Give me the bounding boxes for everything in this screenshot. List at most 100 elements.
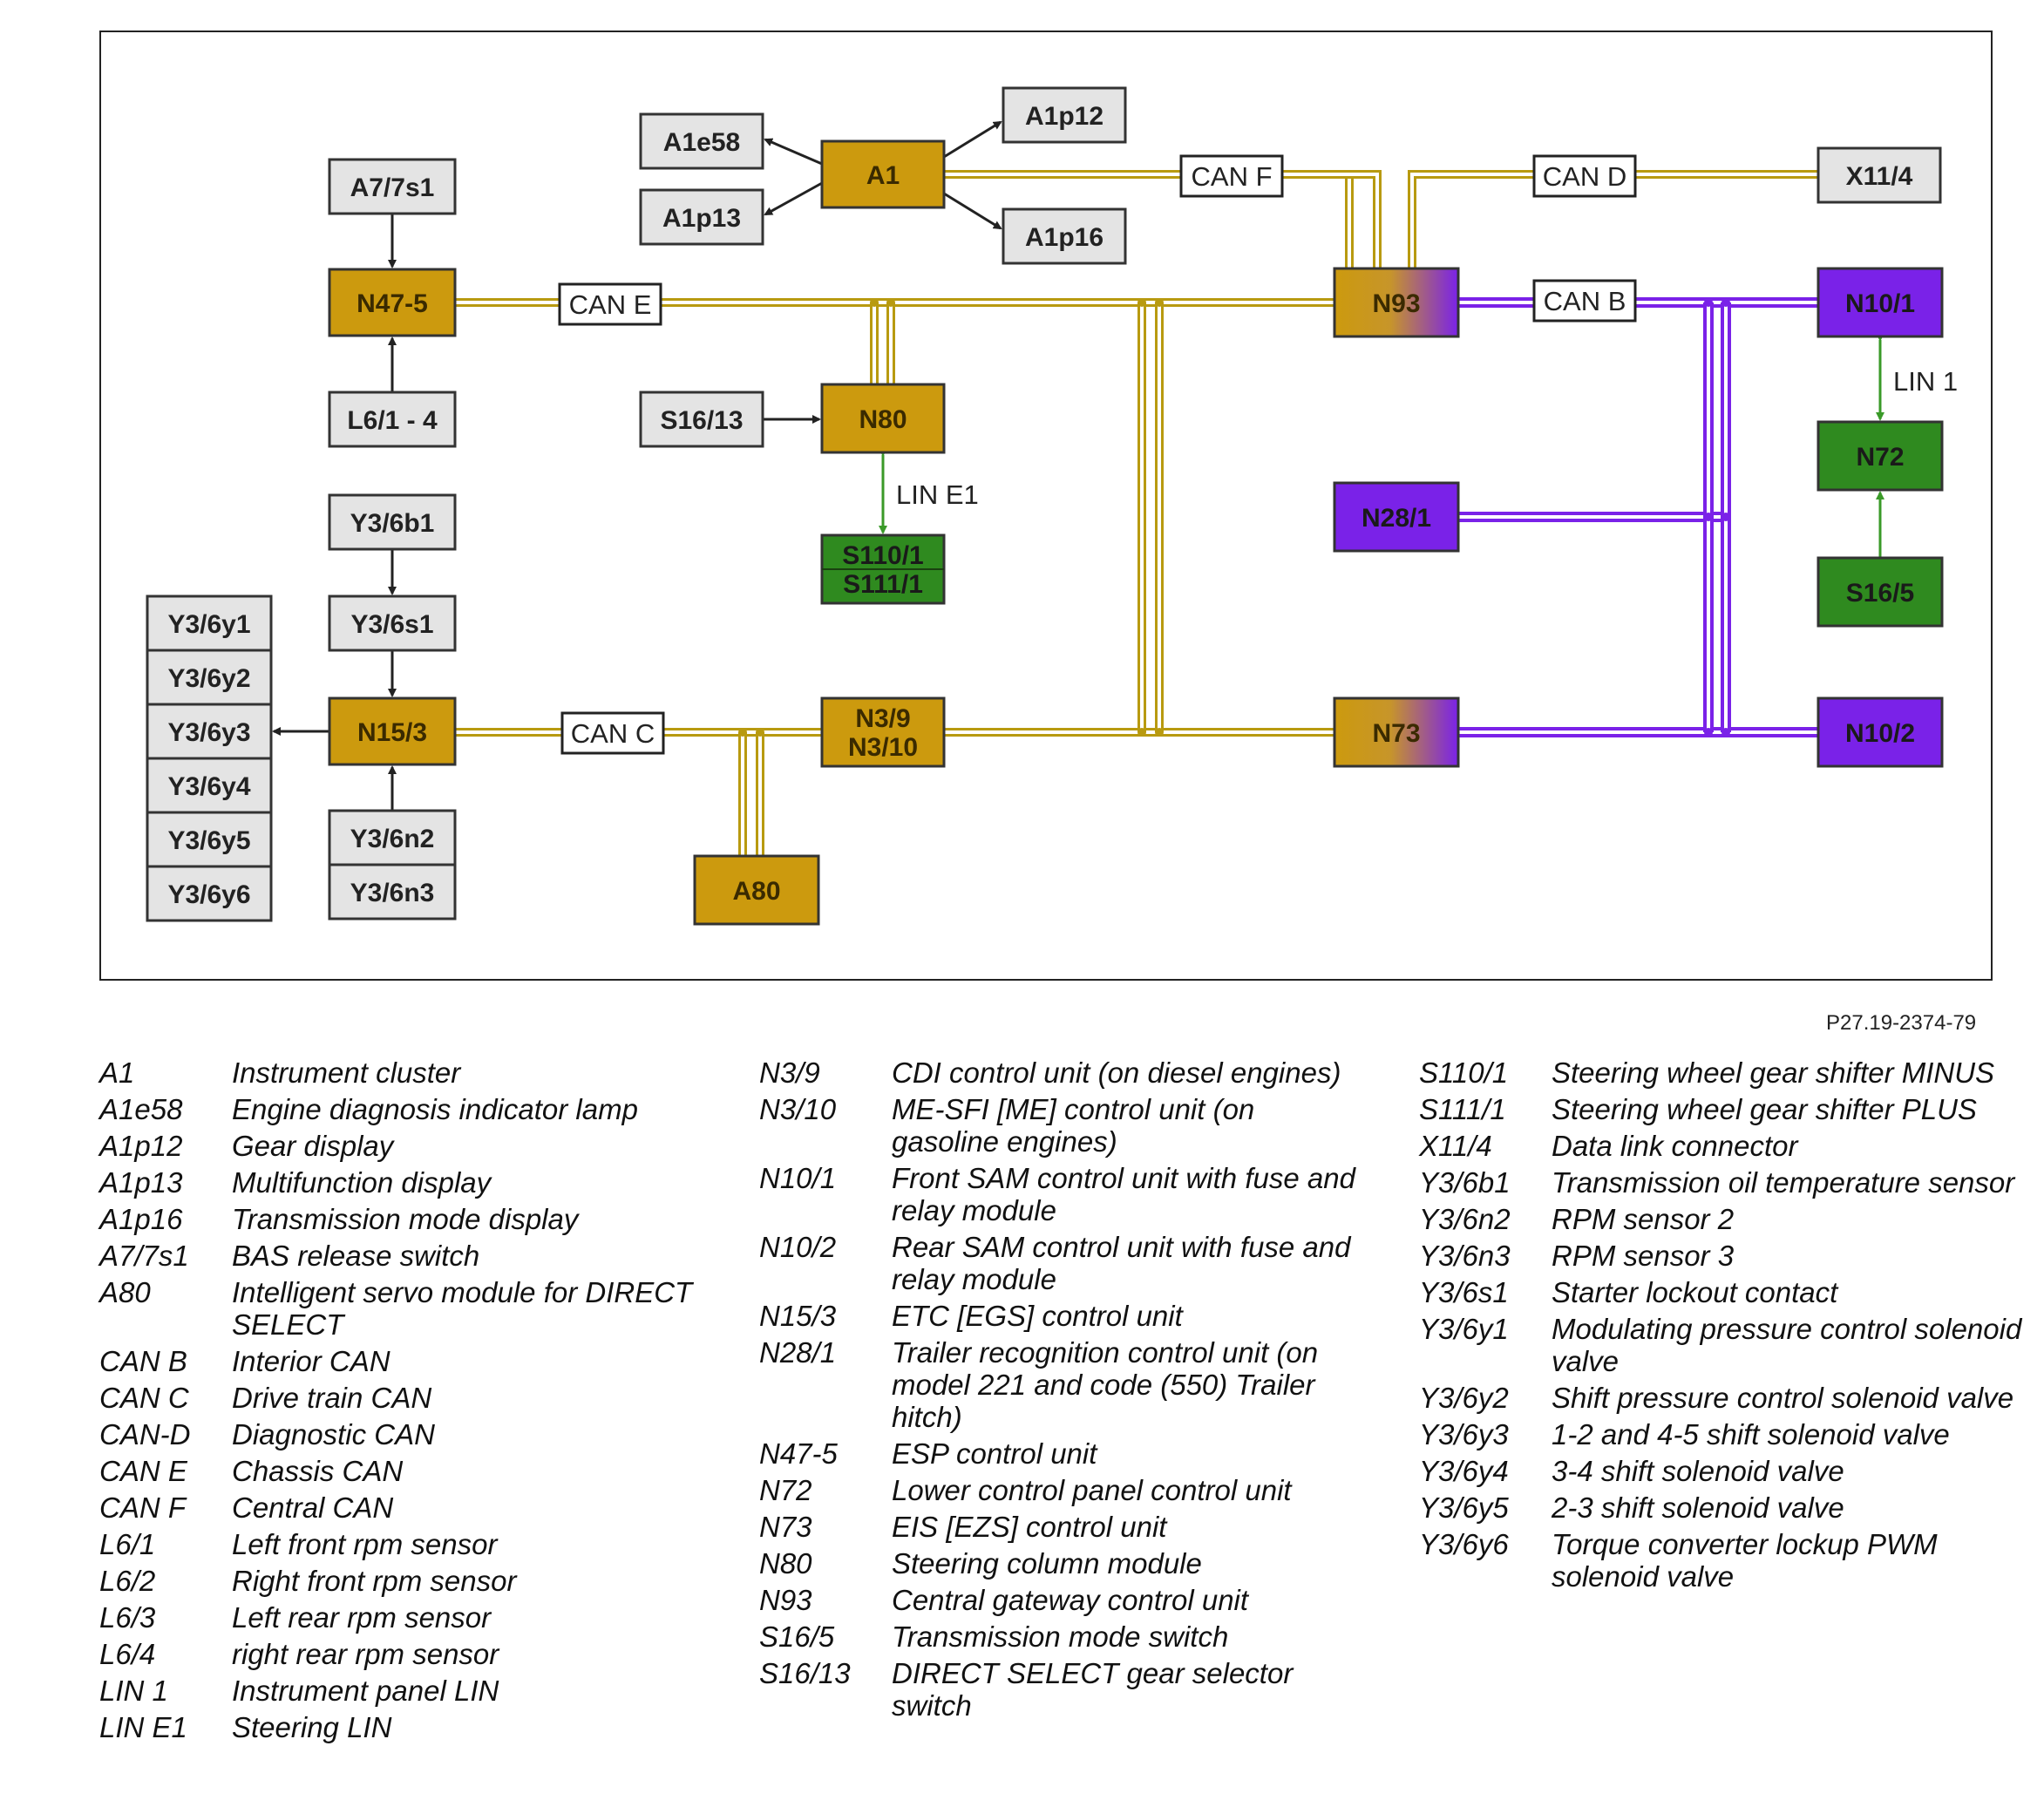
legend-code: CAN B: [99, 1345, 187, 1377]
junction-dot: [1721, 298, 1730, 307]
legend-code: Y3/6y4: [1419, 1455, 1509, 1487]
node-label: A1e58: [663, 128, 740, 157]
legend-row: A1p13 Multifunction display: [99, 1166, 710, 1199]
legend-description: Right front rpm sensor: [232, 1565, 517, 1597]
node-label: Y3/6y3: [167, 718, 250, 747]
legend-code: S16/13: [759, 1657, 851, 1689]
legend-description: Gear display: [232, 1130, 394, 1162]
legend-code: N10/1: [759, 1162, 837, 1194]
legend-description: Drive train CAN: [232, 1382, 432, 1414]
legend-code: Y3/6y5: [1419, 1491, 1509, 1524]
node-n80: N80: [820, 383, 946, 454]
bus-label-text: CAN F: [1192, 161, 1273, 192]
legend-description: Instrument panel LIN: [232, 1675, 499, 1707]
node-label: Y3/6n2: [350, 825, 435, 853]
legend-code: A80: [99, 1276, 151, 1308]
legend-code: L6/1: [99, 1528, 156, 1560]
node-y3-6y3: Y3/6y3: [146, 703, 273, 760]
can-b-label: CAN B: [1532, 279, 1637, 323]
legend-description: ESP control unit: [892, 1437, 1097, 1470]
legend-code: CAN E: [99, 1455, 187, 1487]
legend-description: Multifunction display: [232, 1166, 492, 1199]
legend-code: N80: [759, 1547, 812, 1580]
junction-dot: [1704, 513, 1713, 521]
node-y3-6n3: Y3/6n3: [328, 863, 457, 921]
junction-dot: [870, 298, 879, 307]
legend-code: A1p12: [99, 1130, 183, 1162]
legend-row: N3/9 CDI control unit (on diesel engines): [759, 1056, 1369, 1089]
junction-dot: [1704, 728, 1713, 737]
legend-description: Starter lockout contact: [1552, 1276, 1838, 1308]
legend-row: CAN C Drive train CAN: [99, 1382, 710, 1414]
node-label: A1: [866, 161, 900, 190]
legend-code: CAN-D: [99, 1418, 191, 1451]
node-a1p16: A1p16: [1002, 207, 1127, 265]
node-y3-6y5: Y3/6y5: [146, 811, 273, 868]
node-label: N93: [1372, 289, 1420, 318]
legend-code: A1p13: [99, 1166, 183, 1199]
legend-description: Central gateway control unit: [892, 1584, 1249, 1616]
diagram-frame: [99, 31, 1993, 981]
node-label: N80: [859, 405, 907, 434]
legend-code: Y3/6y2: [1419, 1382, 1509, 1414]
legend-code: N3/9: [759, 1056, 820, 1089]
can-d-label: CAN D: [1532, 154, 1637, 198]
connection-lines: [272, 120, 1884, 856]
legend-description: Central CAN: [232, 1491, 394, 1524]
node-label: L6/1 - 4: [347, 406, 438, 435]
node-label: S16/13: [660, 406, 743, 435]
node-label: N72: [1856, 443, 1904, 472]
node-n47-5: N47-5: [328, 268, 457, 337]
junction-dot: [1704, 298, 1713, 307]
legend-description: Left front rpm sensor: [232, 1528, 498, 1560]
node-n93: N93: [1333, 267, 1460, 338]
node-n28-1: N28/1: [1333, 481, 1460, 553]
legend-description: DIRECT SELECT gear selector switch: [892, 1657, 1294, 1722]
legend-code: CAN C: [99, 1382, 189, 1414]
legend-description: Steering LIN: [232, 1711, 392, 1743]
node-n15-3: N15/3: [328, 696, 457, 766]
legend-description: BAS release switch: [232, 1240, 480, 1272]
node-a1: A1: [820, 139, 946, 209]
node-label: A80: [732, 877, 780, 906]
node-label: Y3/6y5: [167, 826, 250, 855]
node-label: N73: [1372, 719, 1420, 748]
can-f-line-2: [944, 170, 1382, 268]
node-label-2: N3/10: [848, 733, 918, 762]
legend-description: Transmission mode switch: [892, 1620, 1229, 1653]
can-d-line: [1408, 170, 1818, 268]
legend-code: Y3/6n3: [1419, 1240, 1511, 1272]
legend-code: A1e58: [99, 1093, 183, 1125]
legend-description: CDI control unit (on diesel engines): [892, 1056, 1341, 1089]
node-n3-9: N3/9N3/10: [820, 696, 946, 768]
legend-code: N47-5: [759, 1437, 838, 1470]
node-a1e58: A1e58: [639, 112, 764, 170]
legend-description: ME-SFI [ME] control unit (on gasoline en…: [892, 1093, 1255, 1158]
junction-dot: [1155, 298, 1164, 307]
junction-dot: [756, 728, 764, 737]
legend-description: Intelligent servo module for DIRECT SELE…: [232, 1276, 693, 1341]
node-label: Y3/6y2: [167, 664, 250, 693]
node-a1p13: A1p13: [639, 188, 764, 246]
legend-code: L6/4: [99, 1638, 156, 1670]
node-y3-6y6: Y3/6y6: [146, 865, 273, 922]
node-y3-6s1: Y3/6s1: [328, 594, 457, 652]
legend-code: S16/5: [759, 1620, 835, 1653]
